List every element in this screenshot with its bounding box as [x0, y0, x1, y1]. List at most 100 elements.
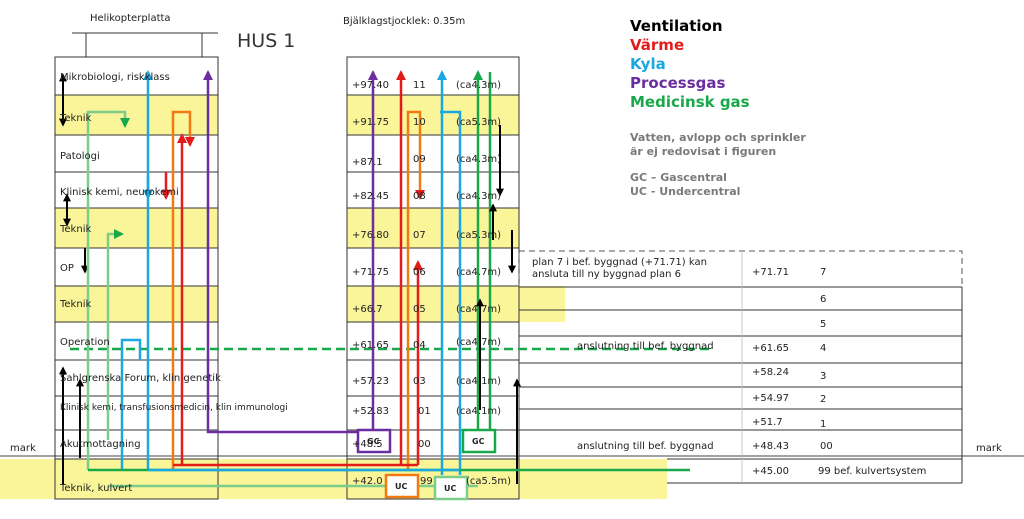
left-orange	[171, 110, 195, 470]
uc-box-1	[384, 473, 420, 499]
height-03: (ca4.1m)	[456, 376, 501, 387]
ex-level-00: +48.43	[752, 441, 789, 452]
left-red-varme	[161, 133, 187, 465]
floor-01-name: Klinisk kemi, transfusionsmedicin, klin …	[60, 403, 288, 413]
floor-04-name: Operation	[60, 337, 110, 348]
floor-11-name: Mikrobiologi, riskklass	[60, 72, 170, 83]
floor-10-name: Teknik	[59, 113, 91, 124]
ex-level-2: +54.97	[752, 393, 789, 404]
uc-label-1: UC	[395, 482, 407, 491]
right-red-varme	[396, 70, 423, 465]
right-orange	[406, 110, 425, 470]
ex-num-4: 4	[820, 343, 826, 354]
level-03: +57.23	[352, 376, 389, 387]
connection-note-2: anslutning till bef. byggnad	[577, 441, 714, 452]
existing-levels: +71.71 7 6 5 +61.65 4 +58.24 3 +54.97 2 …	[752, 267, 926, 477]
floor-07-name: Teknik	[59, 224, 91, 235]
ex-num-5: 5	[820, 319, 826, 330]
legend-kyla: Kyla	[630, 55, 666, 73]
left-lightgreen-medgas	[86, 110, 130, 470]
helipad	[72, 32, 218, 58]
level-99: +42.0	[352, 476, 383, 487]
right-green-medgas	[473, 70, 492, 430]
ex-level-99: +45.00	[752, 466, 789, 477]
level-01: +52.83	[352, 406, 389, 417]
note-gc: GC – Gascentral	[630, 171, 727, 184]
legend-varme: Värme	[630, 36, 684, 54]
level-04: +61.65	[352, 340, 389, 351]
existing-building	[518, 250, 963, 484]
num-08: 08	[413, 191, 426, 202]
gc-box-purple	[356, 428, 392, 454]
gc-label-1: GC	[367, 437, 380, 446]
ex-num-1: 1	[820, 419, 826, 430]
floor-03-name: Sahlgrenska Forum, klin genetik	[60, 373, 221, 384]
connection-note-1: anslutning till bef. byggnad	[577, 341, 714, 352]
height-04: (ca4.7m)	[456, 337, 501, 348]
right-blue-kyla	[437, 70, 462, 475]
num-00: 00	[418, 439, 431, 450]
note-uc: UC - Undercentral	[630, 185, 740, 198]
ex-num-00: 00	[820, 441, 833, 452]
legend-processgas: Processgas	[630, 74, 725, 92]
floor-09-name: Patologi	[60, 151, 100, 162]
level-09: +87.1	[352, 157, 383, 168]
height-08: (ca4.3m)	[456, 191, 501, 202]
gc-label-2: GC	[472, 437, 485, 446]
level-07: +76.80	[352, 230, 389, 241]
height-11: (ca4.3m)	[456, 80, 501, 91]
level-05: +66.7	[352, 304, 383, 315]
height-05: (ca4.7m)	[456, 304, 501, 315]
num-05: 05	[413, 304, 426, 315]
num-03: 03	[413, 376, 426, 387]
uc-label-2: UC	[444, 484, 456, 493]
ex-num-2: 2	[820, 394, 826, 405]
left-purple-process	[203, 70, 360, 434]
level-08: +82.45	[352, 191, 389, 202]
height-09: (ca4.3m)	[456, 154, 501, 165]
gc-box-green	[461, 428, 497, 454]
ex-num-3: 3	[820, 371, 826, 382]
ex-level-4: +61.65	[752, 343, 789, 354]
ex-num-99: 99 bef. kulvertsystem	[818, 466, 926, 477]
ex-level-7: +71.71	[752, 267, 789, 278]
num-06: 06	[413, 267, 426, 278]
floor-05-name: Teknik	[59, 299, 91, 310]
ex-num-6: 6	[820, 294, 826, 305]
note-line-2: är ej redovisat i figuren	[630, 145, 776, 158]
ground-label-left: mark	[10, 443, 36, 454]
floor-06-name: OP	[60, 263, 74, 274]
legend-ventilation: Ventilation	[630, 17, 723, 35]
height-99: (ca5.5m)	[466, 476, 511, 487]
legend-medicinsk-gas: Medicinsk gas	[630, 93, 750, 111]
ex-num-7: 7	[820, 267, 826, 278]
level-10: +91.75	[352, 117, 389, 128]
level-11: +97.40	[352, 80, 389, 91]
note-line-1: Vatten, avlopp och sprinkler	[630, 131, 806, 144]
num-10: 10	[413, 117, 426, 128]
level-06: +71.75	[352, 267, 389, 278]
ground-label-right: mark	[976, 443, 1002, 454]
height-07: (ca5.3m)	[456, 230, 501, 241]
num-09: 09	[413, 154, 426, 165]
height-01: (ca4.1m)	[456, 406, 501, 417]
ex-level-1: +51.7	[752, 417, 783, 428]
ex-level-3: +58.24	[752, 367, 789, 378]
helipad-label: Helikopterplatta	[90, 13, 171, 24]
num-11: 11	[413, 80, 426, 91]
num-99: 99	[420, 476, 433, 487]
height-10: (ca5.3m)	[456, 117, 501, 128]
level-00: +48.5	[352, 439, 383, 450]
height-06: (ca4.7m)	[456, 267, 501, 278]
plan7-note-line2: ansluta till ny byggnad plan 6	[532, 269, 681, 280]
building-title: HUS 1	[237, 30, 295, 52]
left-black-ventilation	[59, 73, 89, 484]
left-blue-kyla	[120, 70, 153, 470]
floor-00-name: Akutmottagning	[60, 439, 141, 450]
num-07: 07	[413, 230, 426, 241]
right-black-ventilation	[476, 125, 521, 484]
slab-thickness-label: Bjälklagstjocklek: 0.35m	[343, 16, 465, 27]
floor-08-name: Klinisk kemi, neurokemi	[60, 187, 179, 198]
right-levels: +97.40 11 (ca4.3m) +91.75 10 (ca5.3m) +8…	[352, 80, 511, 487]
